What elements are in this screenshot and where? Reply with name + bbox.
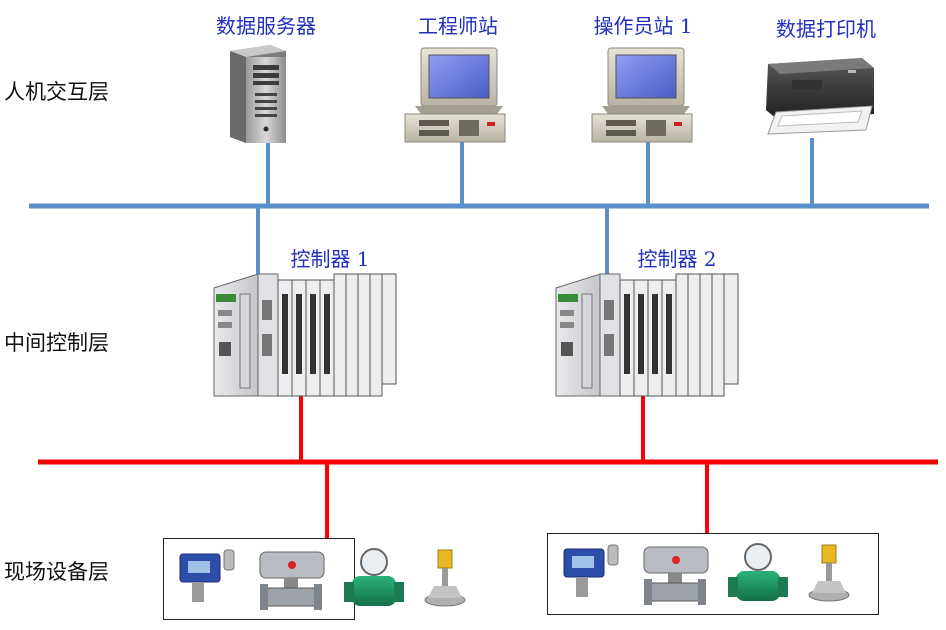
server-icon: [230, 45, 286, 143]
field-network-bus: [38, 392, 938, 538]
layer-label-hmi: 人机交互层: [4, 80, 109, 104]
level-gauge-icon: [808, 544, 850, 602]
printer-icon: [766, 58, 874, 135]
actuator-valve-icon: [643, 546, 709, 605]
workstation-icon: [404, 47, 506, 143]
layer-label-control: 中间控制层: [4, 331, 109, 355]
label-controller-1: 控制器 1: [290, 247, 370, 271]
label-engineer-station: 工程师站: [418, 14, 498, 38]
field-devices-2: [563, 543, 850, 605]
hmi-network-bus: [29, 138, 929, 282]
label-data-server: 数据服务器: [216, 14, 316, 38]
plc-controller-icon: [213, 273, 397, 397]
field-devices-1: [179, 548, 466, 610]
label-printer: 数据打印机: [776, 17, 876, 41]
workstation-icon: [591, 47, 693, 143]
level-gauge-icon: [424, 549, 466, 607]
flow-meter-icon: [344, 548, 404, 606]
gas-detector-icon: [563, 544, 619, 597]
actuator-valve-icon: [259, 551, 325, 610]
plc-controller-icon: [555, 273, 739, 397]
flow-meter-icon: [728, 543, 788, 601]
gas-detector-icon: [179, 549, 235, 602]
layer-label-field: 现场设备层: [4, 560, 109, 584]
label-controller-2: 控制器 2: [637, 247, 717, 271]
label-operator-station: 操作员站 1: [593, 14, 693, 38]
